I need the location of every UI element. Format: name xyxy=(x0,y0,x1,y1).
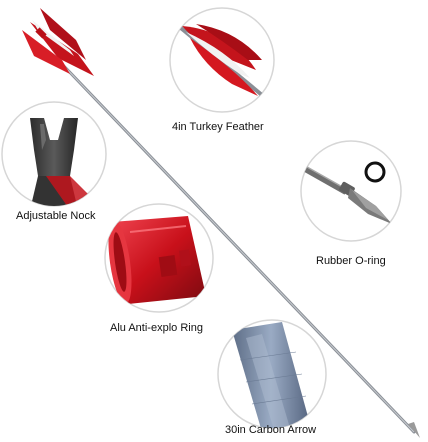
label-ring: Alu Anti-explo Ring xyxy=(110,322,203,334)
arrow-tip xyxy=(408,422,420,438)
o-ring xyxy=(364,161,386,183)
main-fletching xyxy=(22,8,94,76)
label-oring: Rubber O-ring xyxy=(316,255,386,267)
carbon-detail xyxy=(217,319,327,429)
arrow-main xyxy=(22,8,420,438)
oring-detail xyxy=(300,140,402,242)
ring-detail xyxy=(104,203,214,313)
label-nock: Adjustable Nock xyxy=(16,210,96,222)
label-arrow: 30in Carbon Arrow xyxy=(225,424,317,436)
nock-detail xyxy=(1,101,107,207)
feather-detail xyxy=(169,7,275,113)
label-feather: 4in Turkey Feather xyxy=(172,121,264,133)
